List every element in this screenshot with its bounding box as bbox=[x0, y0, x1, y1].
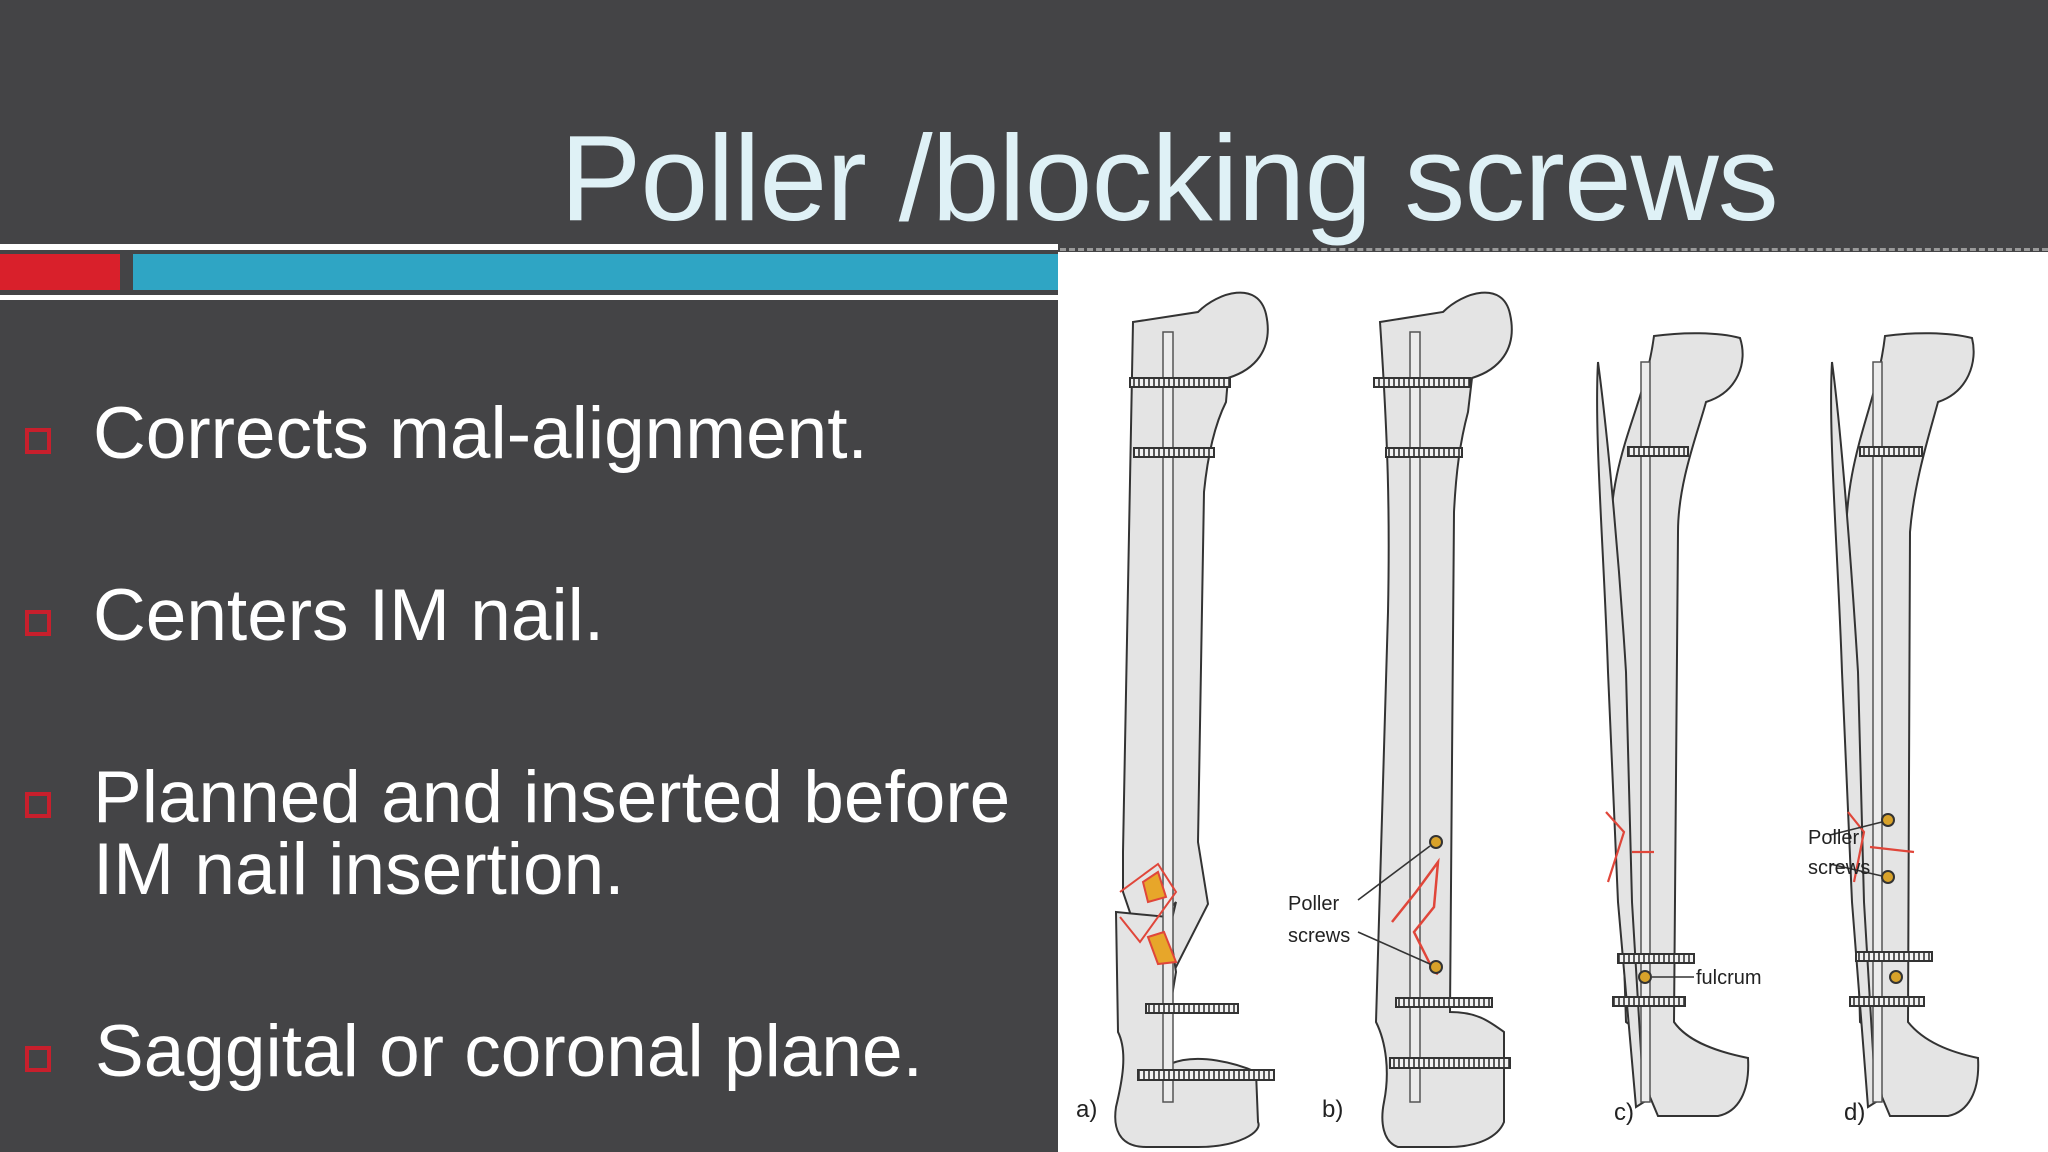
divider-line-bottom bbox=[0, 295, 1058, 300]
annotation-fulcrum: fulcrum bbox=[1696, 967, 1762, 989]
panel-label-c: c) bbox=[1614, 1099, 1634, 1126]
femur-a bbox=[1114, 291, 1275, 1148]
tibia-d bbox=[1829, 332, 1980, 1117]
bullet-text: Planned and inserted before bbox=[93, 757, 1011, 838]
bullet-text: Centers IM nail. bbox=[93, 575, 605, 656]
annotation-poller-d: Poller bbox=[1808, 827, 1859, 849]
bullet-square-icon bbox=[25, 610, 51, 636]
annotation-poller-b: Poller bbox=[1288, 893, 1339, 915]
accent-bar-teal bbox=[133, 254, 1058, 290]
annotation-screws-b: screws bbox=[1288, 925, 1350, 947]
annotation-screws-d: screws bbox=[1808, 857, 1870, 879]
bullet-square-icon bbox=[25, 792, 51, 818]
poller-screws-diagram: a) Poller screws b) bbox=[1058, 252, 2048, 1152]
bullet-text: IM nail insertion. bbox=[93, 829, 625, 910]
dashed-divider bbox=[1060, 248, 2048, 251]
panel-label-b: b) bbox=[1322, 1096, 1343, 1123]
slide-title: Poller /blocking screws bbox=[560, 110, 1779, 246]
bullet-text: Saggital or coronal plane. bbox=[95, 1011, 923, 1092]
bullet-square-icon bbox=[25, 1046, 51, 1072]
tibia-c bbox=[1596, 332, 1750, 1117]
accent-bar-red bbox=[0, 254, 120, 290]
panel-label-d: d) bbox=[1844, 1099, 1865, 1126]
panel-label-a: a) bbox=[1076, 1096, 1097, 1123]
bullet-text: Corrects mal-alignment. bbox=[93, 393, 868, 474]
bullet-square-icon bbox=[25, 428, 51, 454]
femur-b bbox=[1357, 291, 1513, 1148]
divider-line-top bbox=[0, 244, 1058, 250]
